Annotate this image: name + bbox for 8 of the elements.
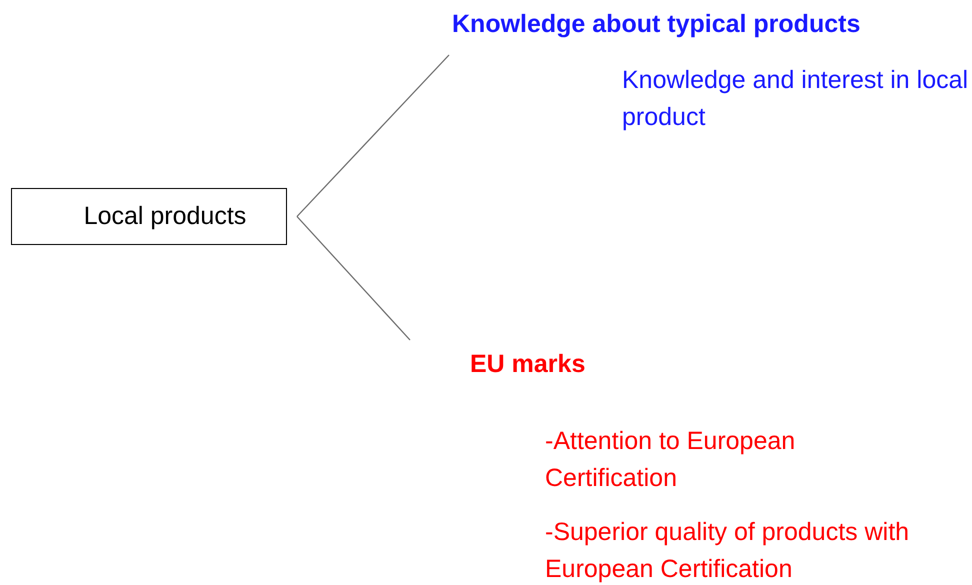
branch-note: Knowledge and interest in local product <box>622 65 970 133</box>
branch-heading: EU marks <box>470 345 670 385</box>
topic-box: Local products <box>11 188 287 245</box>
branch-note: -Superior quality of products with European Certification <box>545 517 910 585</box>
branch-note: -Attention to European Certification <box>545 426 796 494</box>
connector-line <box>296 54 450 217</box>
connector-line <box>296 216 410 340</box>
branch-heading: Knowledge about typical products <box>452 5 952 45</box>
